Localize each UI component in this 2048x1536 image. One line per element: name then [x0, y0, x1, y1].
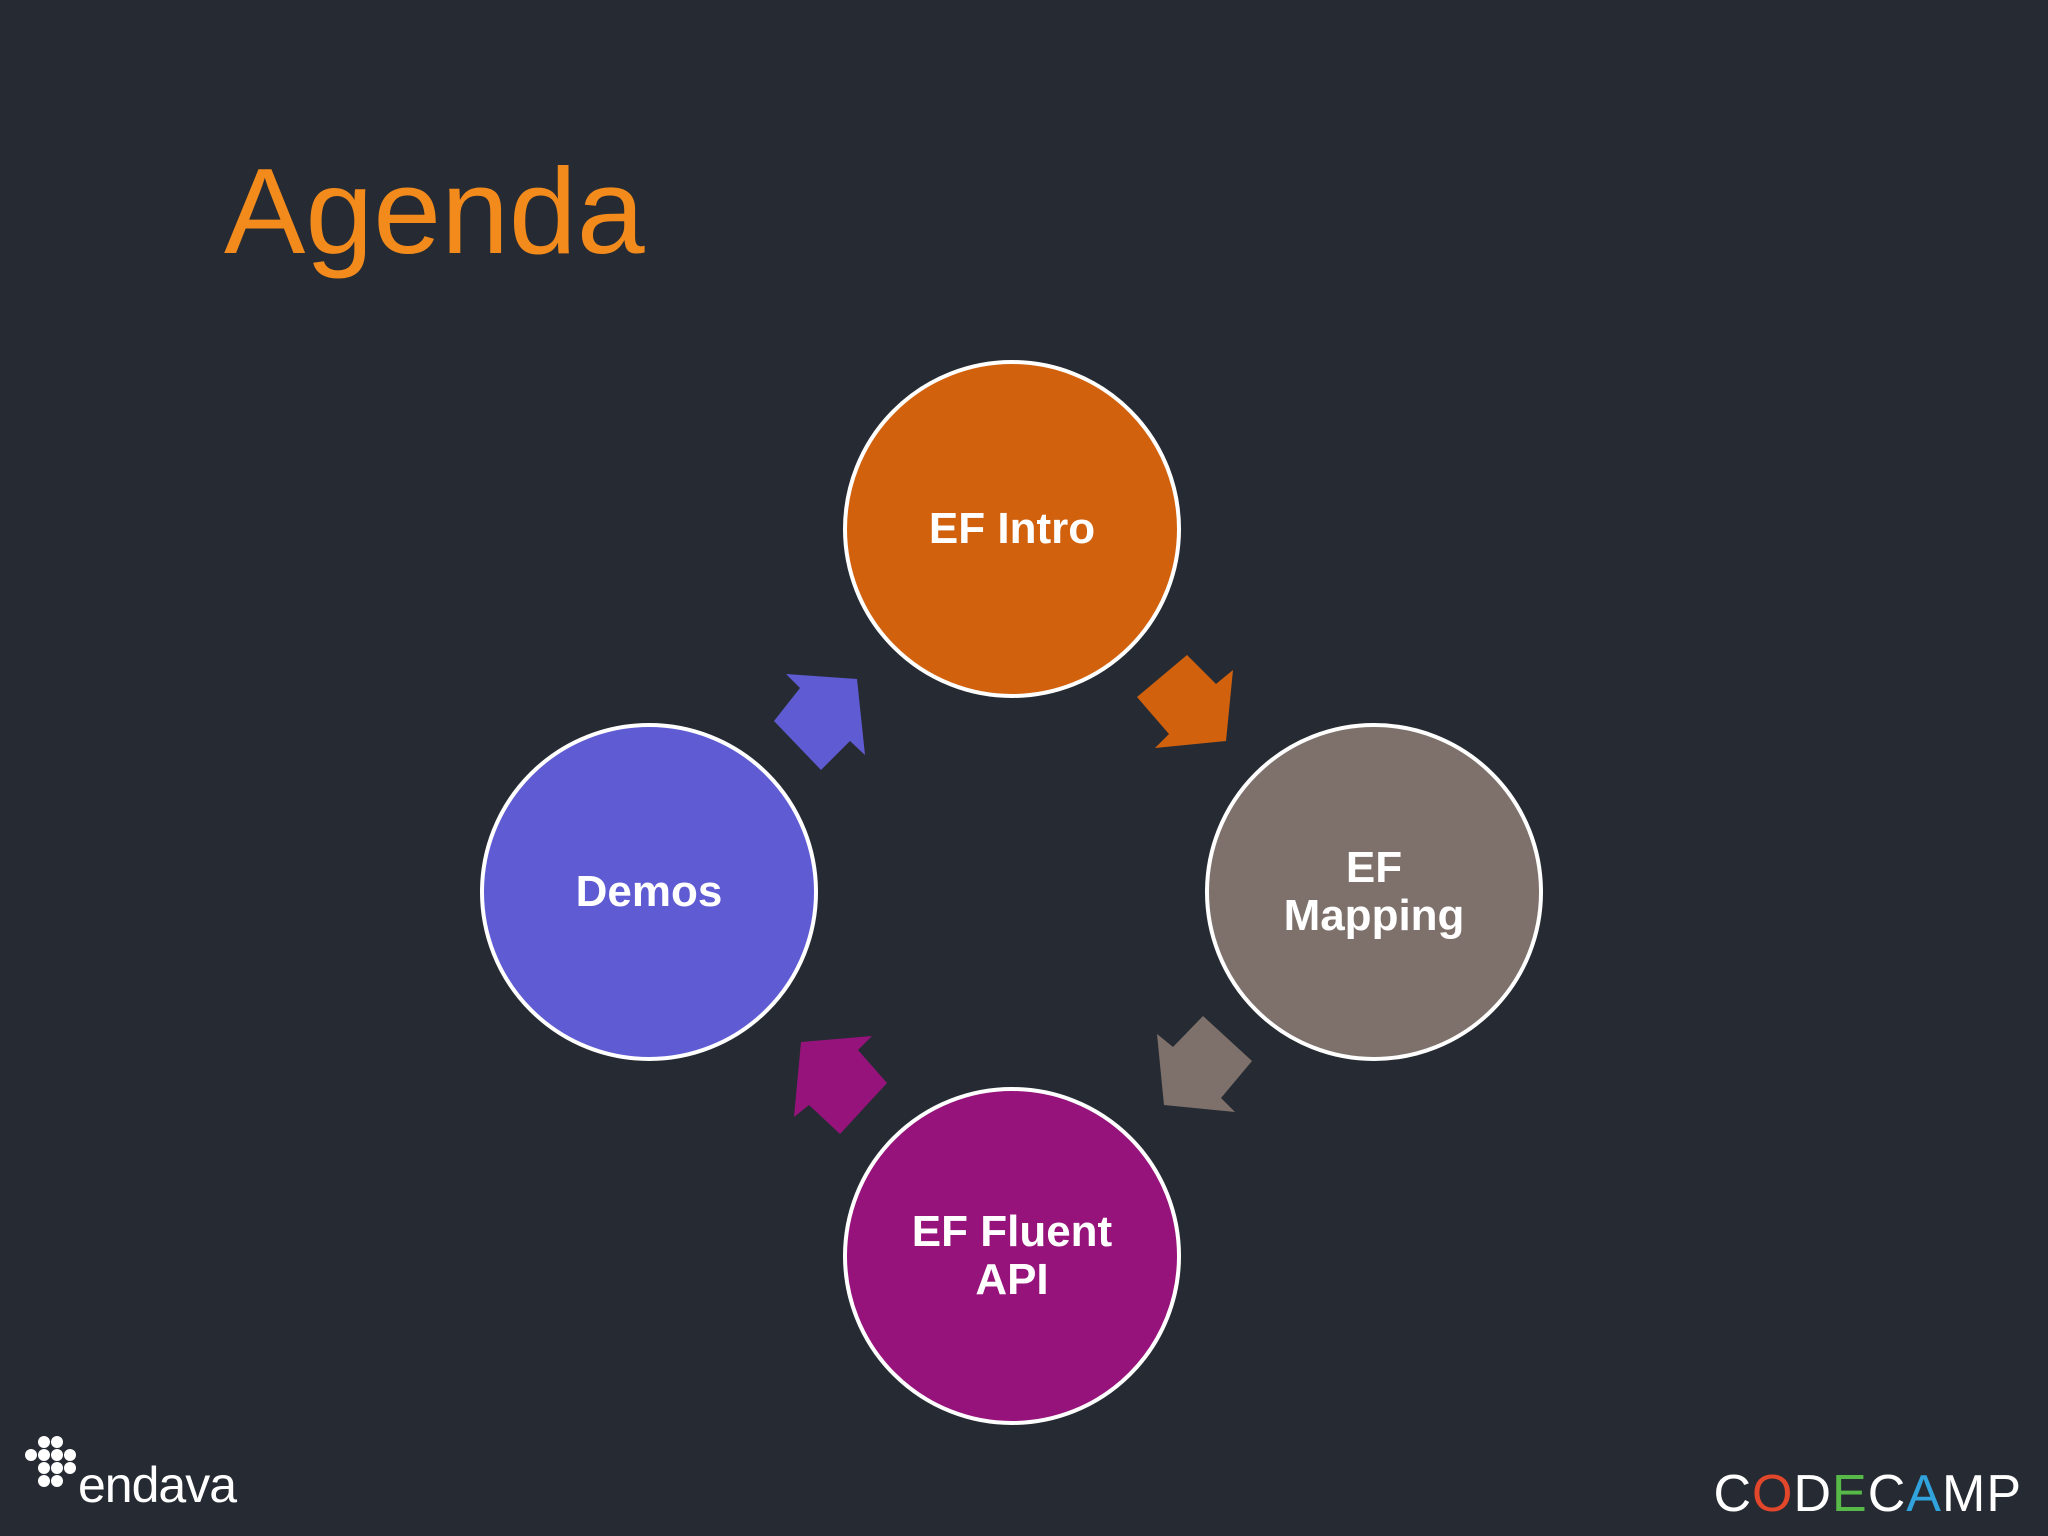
cycle-node-label: EF Fluent API — [911, 1206, 1113, 1304]
cycle-node-ef-intro[interactable]: EF Intro — [843, 360, 1181, 698]
slide-title: Agenda — [224, 143, 645, 279]
codecamp-logo: CODECAMP — [1713, 1465, 2022, 1523]
cycle-node-label: EF Mapping — [1283, 842, 1465, 940]
cycle-node-label: Demos — [575, 866, 723, 916]
endava-dots-icon — [25, 1436, 76, 1487]
arrow-mapping-to-fluent — [1157, 1016, 1252, 1112]
cycle-node-label: EF Intro — [928, 503, 1096, 553]
arrow-fluent-to-demos — [794, 1036, 887, 1134]
arrow-intro-to-mapping — [1137, 655, 1233, 748]
endava-logo: endava — [22, 1432, 242, 1513]
cycle-node-demos[interactable]: Demos — [480, 723, 818, 1061]
cycle-node-ef-fluent-api[interactable]: EF Fluent API — [843, 1087, 1181, 1425]
endava-wordmark: endava — [78, 1457, 237, 1513]
arrow-demos-to-intro — [774, 674, 865, 770]
cycle-node-ef-mapping[interactable]: EF Mapping — [1205, 723, 1543, 1061]
